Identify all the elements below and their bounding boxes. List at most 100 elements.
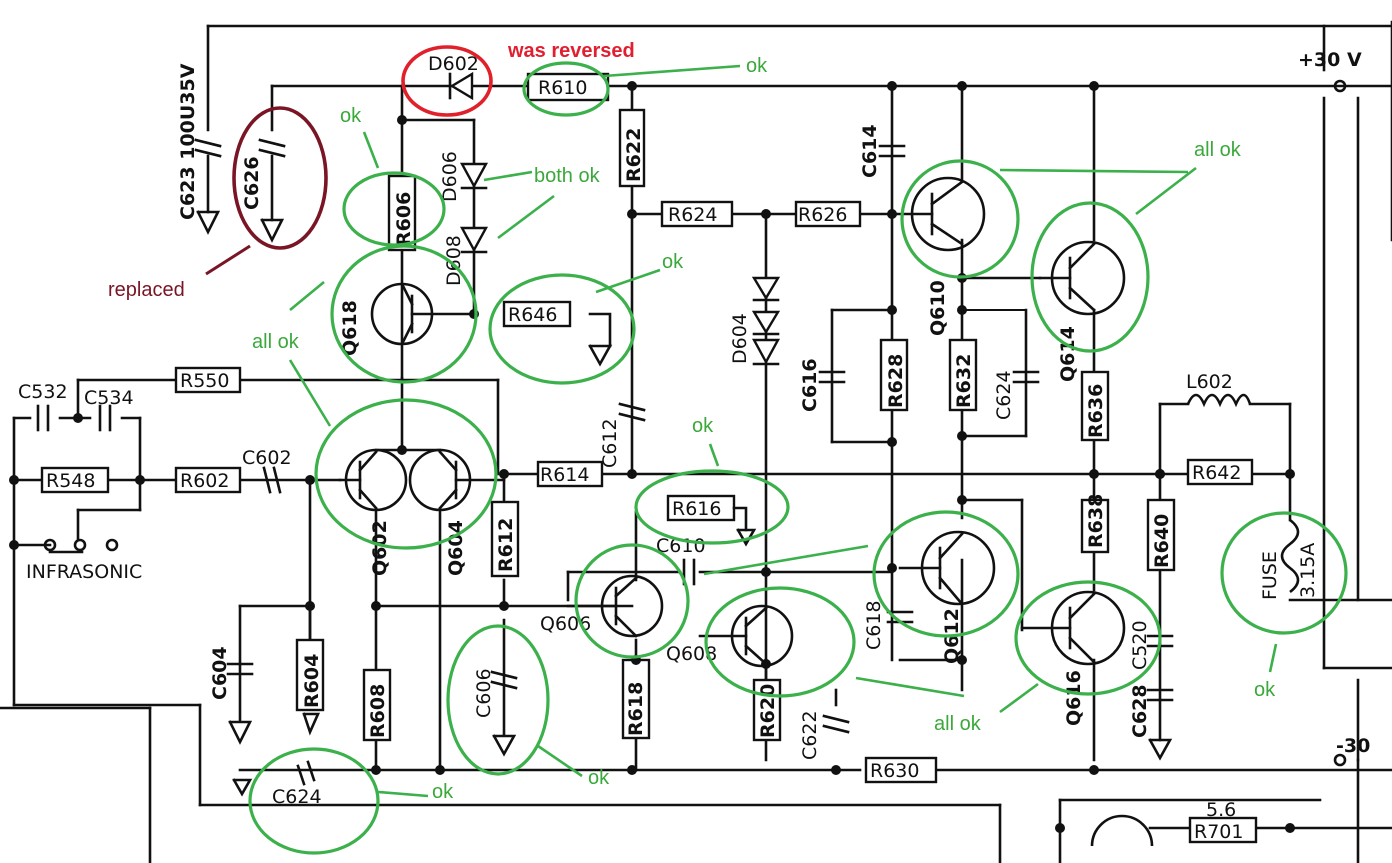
note-ok-c606: ok	[588, 767, 610, 789]
label-r550: R550	[180, 370, 229, 392]
resistor-r640	[1146, 498, 1176, 572]
transistor-q618	[370, 282, 476, 346]
label-r636: R636	[1085, 384, 1107, 438]
resistor-r548	[40, 466, 110, 494]
infrasonic-switch	[43, 538, 119, 554]
resistor-r642	[1186, 458, 1254, 486]
resistor-r604	[295, 638, 325, 712]
annotation-marks	[205, 45, 1348, 855]
label-c606: C606	[473, 668, 495, 718]
ok-circle-fuse	[1220, 511, 1348, 635]
resistor-r602	[174, 466, 242, 494]
capacitor-c532	[36, 404, 50, 432]
inductor-l602	[1186, 393, 1252, 408]
capacitor-c602	[262, 466, 282, 494]
diode-d608	[459, 226, 489, 254]
label-r638: R638	[1085, 494, 1107, 548]
label-c532: C532	[18, 381, 68, 403]
resistor-r624	[660, 200, 734, 228]
diodes	[448, 71, 781, 366]
replaced-circle-c626	[232, 106, 328, 250]
ok-circle-r646	[488, 273, 636, 385]
label-c612: C612	[599, 418, 621, 468]
diode-d602	[448, 71, 474, 101]
label-c626: C626	[241, 156, 263, 210]
wiring	[0, 20, 1392, 863]
ground-symbols	[302, 312, 757, 736]
reversed-circle-d602	[401, 45, 493, 117]
note-replaced: replaced	[108, 279, 185, 301]
capacitor-c622	[822, 714, 850, 734]
resistor-r638	[1080, 498, 1110, 554]
resistor-r646	[502, 300, 572, 328]
label-c623: C623 100U35V	[177, 63, 199, 220]
resistor-r701	[1188, 816, 1258, 844]
label-r642: R642	[1192, 462, 1241, 484]
capacitor-c624-top	[1012, 370, 1040, 384]
label-r602: R602	[180, 470, 229, 492]
label-l602: L602	[1186, 371, 1233, 393]
resistor-r614	[536, 460, 604, 488]
label-r618: R618	[625, 682, 647, 736]
ok-circle-q608	[704, 586, 856, 698]
ok-circle-r610	[522, 61, 610, 117]
resistor-r636	[1080, 370, 1110, 442]
resistor-r630	[864, 756, 938, 784]
resistor-r622	[618, 108, 646, 188]
capacitor-c628	[1146, 688, 1174, 761]
component-labels: D602 R610 C623 100U35V C626 R622 C614 R6…	[18, 49, 1370, 843]
label-infrasonic: INFRASONIC	[26, 561, 142, 583]
fuse-symbol	[1280, 518, 1300, 594]
capacitor-c616	[818, 370, 846, 384]
resistor-r628	[879, 338, 909, 412]
label-r640: R640	[1151, 514, 1173, 568]
transistor-q614	[1038, 240, 1126, 316]
note-all-ok-bottom: all ok	[934, 713, 982, 735]
note-ok-r616: ok	[692, 415, 714, 437]
ok-circle-q612	[872, 510, 1020, 638]
rail-terminals	[1333, 79, 1347, 767]
label-q616: Q616	[1063, 670, 1085, 726]
label-r630: R630	[870, 760, 919, 782]
resistor-r620	[752, 678, 782, 742]
capacitor-c623	[194, 138, 222, 235]
capacitor-c614	[878, 144, 906, 158]
resistor-r612	[490, 500, 520, 578]
note-all-ok-left: all ok	[252, 331, 300, 353]
label-q614: Q614	[1057, 326, 1079, 382]
capacitors	[36, 138, 1174, 797]
note-ok-fuse: ok	[1254, 679, 1276, 701]
ok-circle-r616	[634, 469, 790, 545]
label-c618: C618	[863, 600, 885, 650]
label-d604: D604	[729, 313, 751, 364]
label-rail-neg: -30	[1336, 735, 1370, 757]
ok-circle-q614	[1030, 201, 1150, 353]
label-r626: R626	[798, 204, 847, 226]
label-q618: Q618	[339, 300, 361, 356]
label-r701-value: 5.6	[1206, 799, 1236, 821]
label-r608: R608	[367, 684, 389, 738]
label-q610: Q610	[927, 280, 949, 336]
label-fuse-rating: 3.15A	[1297, 543, 1319, 598]
capacitor-c612	[618, 402, 646, 422]
ok-circle-q616	[1014, 580, 1162, 696]
note-all-ok-top: all ok	[1194, 139, 1242, 161]
junction-dots	[9, 81, 1295, 833]
label-r624: R624	[668, 204, 717, 226]
label-c520: C520	[1129, 620, 1151, 670]
resistor-r550	[174, 366, 242, 394]
note-ok-r610: ok	[746, 55, 768, 77]
label-c604: C604	[209, 646, 231, 700]
transistor-q612	[898, 530, 996, 606]
label-r606: R606	[393, 192, 415, 246]
label-c614: C614	[859, 124, 881, 178]
label-c628: C628	[1129, 684, 1151, 738]
resistor-r606	[387, 174, 417, 252]
capacitor-c626	[258, 138, 286, 243]
label-r614: R614	[540, 464, 589, 486]
label-c534: C534	[84, 387, 134, 409]
note-ok-r646: ok	[662, 251, 684, 273]
ok-circle-c606	[446, 624, 550, 776]
ok-circle-c624	[248, 747, 380, 855]
